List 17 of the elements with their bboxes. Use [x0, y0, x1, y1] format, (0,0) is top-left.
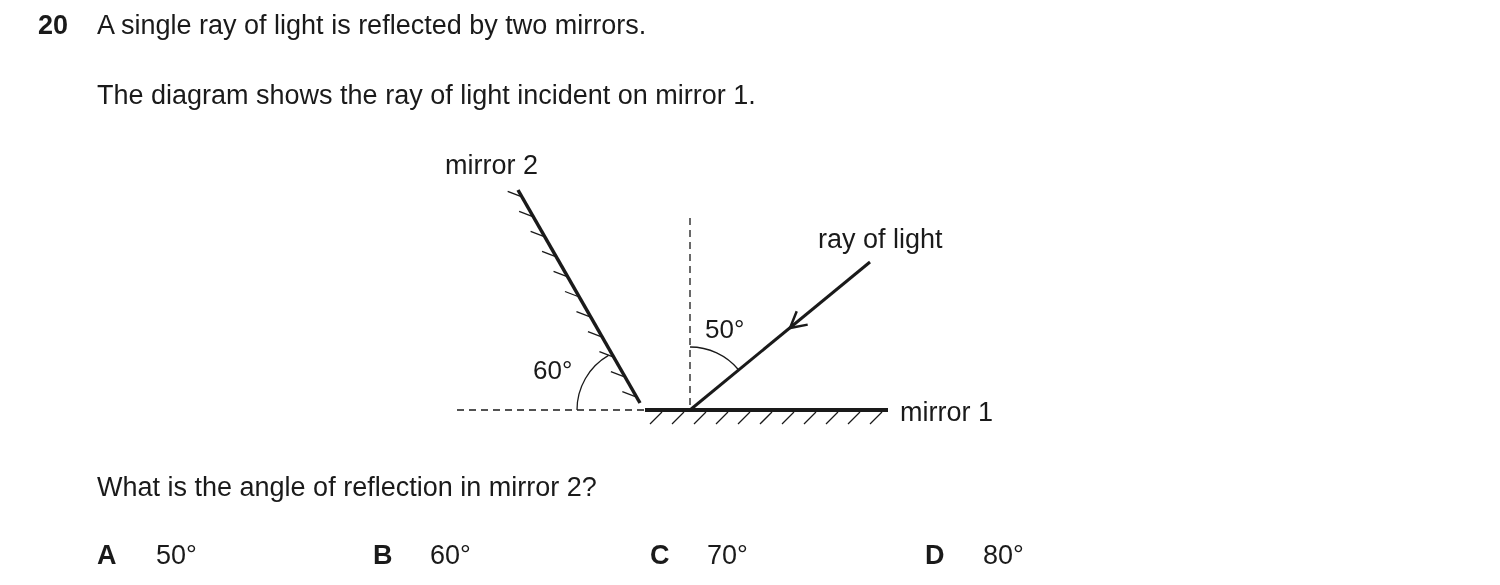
question-text: A single ray of light is reflected by two mirrors. — [97, 10, 647, 40]
option-letter: D — [925, 540, 945, 570]
option-value: 60° — [430, 540, 471, 570]
option-value: 80° — [983, 540, 1024, 570]
angle-label: 60° — [533, 355, 573, 385]
option-value: 50° — [156, 540, 197, 570]
question-text: The diagram shows the ray of light incident on mirror 1. — [97, 80, 756, 110]
option-letter: C — [650, 540, 670, 570]
question-number: 20 — [38, 10, 69, 40]
question-text: What is the angle of reflection in mirror 2? — [97, 472, 597, 502]
option-letter: B — [373, 540, 393, 570]
part-label: mirror 2 — [445, 150, 538, 180]
angle-label: 50° — [705, 314, 745, 344]
part-label: ray of light — [818, 224, 943, 254]
part-label: mirror 1 — [900, 397, 993, 427]
option-value: 70° — [707, 540, 748, 570]
option-letter: A — [97, 540, 117, 570]
